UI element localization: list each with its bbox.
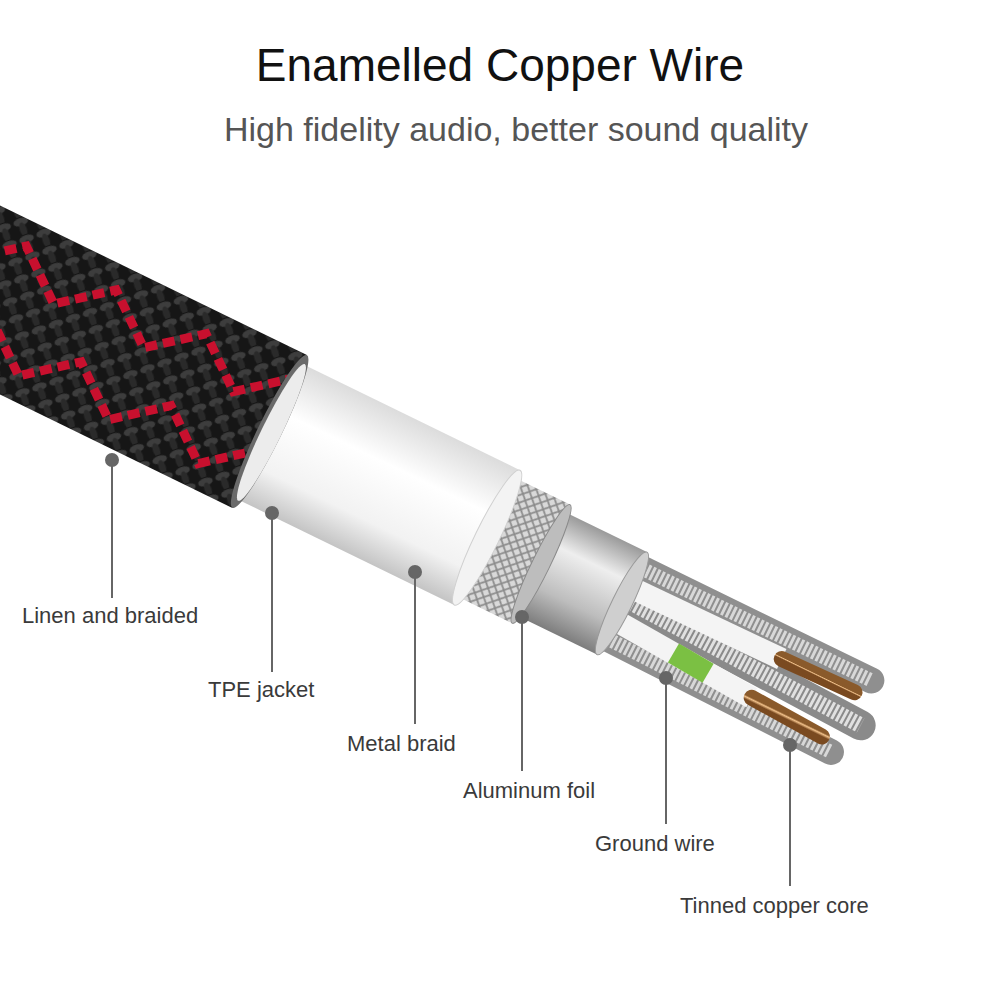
- heading: Enamelled Copper Wire: [256, 38, 744, 92]
- subtitle: High fidelity audio, better sound qualit…: [224, 110, 808, 149]
- part-label: TPE jacket: [208, 677, 314, 703]
- part-label: Linen and braided: [22, 603, 198, 629]
- part-label: Tinned copper core: [680, 893, 869, 919]
- part-label: Ground wire: [595, 831, 715, 857]
- part-label: Aluminum foil: [463, 778, 595, 804]
- part-label: Metal braid: [347, 731, 456, 757]
